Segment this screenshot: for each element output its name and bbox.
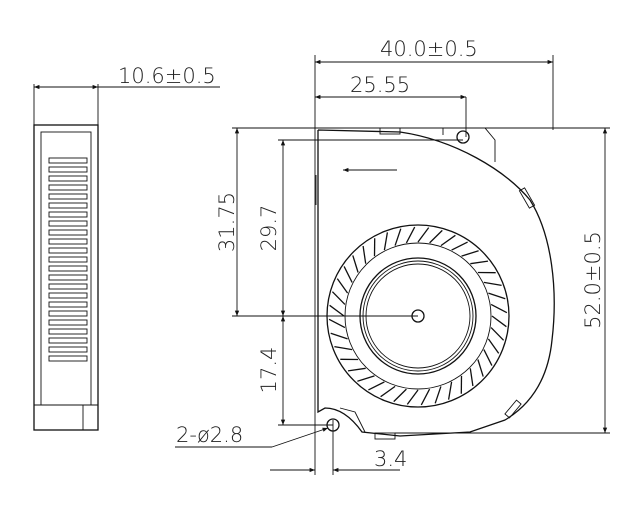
- impeller-blade: [357, 375, 375, 382]
- top-mounting-hole: [456, 130, 470, 144]
- impeller-blade: [477, 359, 484, 377]
- side-view: 10.6±0.5: [33, 64, 220, 431]
- impeller-blade: [330, 332, 348, 340]
- side-body: [33, 124, 99, 431]
- side-fin: [48, 310, 88, 317]
- side-fin: [48, 193, 88, 200]
- impeller-blade: [352, 255, 359, 273]
- impeller-blade: [405, 226, 416, 244]
- hole-offset-label: 25.55: [350, 73, 410, 97]
- impeller-blade: [420, 388, 431, 406]
- side-fin: [48, 184, 88, 191]
- side-fin: [48, 292, 88, 299]
- impeller-blade: [487, 338, 500, 354]
- impeller-blade: [362, 245, 367, 264]
- impeller-blade: [440, 234, 456, 247]
- impeller-blade: [434, 386, 442, 404]
- impeller-blade: [347, 367, 366, 372]
- side-fin: [48, 166, 88, 173]
- impeller-blade: [488, 292, 506, 300]
- side-fin: [48, 274, 88, 281]
- impeller-blade: [368, 381, 385, 391]
- impeller-blade: [380, 385, 396, 398]
- side-fin: [48, 211, 88, 218]
- side-fin: [48, 220, 88, 227]
- center-from-hole-label: 29.7: [257, 205, 281, 252]
- side-fin: [48, 229, 88, 236]
- side-fin: [48, 256, 88, 263]
- impeller-blade: [470, 260, 489, 265]
- fan-housing: [315, 127, 555, 440]
- impeller-blade: [331, 291, 346, 305]
- impeller-blade: [336, 278, 349, 294]
- impeller-blade: [491, 315, 507, 328]
- front-dimensions: 40.0±0.5 25.55 52.0±0.5 31.75 29.7 17.4 …: [175, 37, 610, 475]
- side-fin: [48, 283, 88, 290]
- bottom-clip: [374, 432, 396, 440]
- center-from-top-label: 31.75: [215, 192, 239, 252]
- impeller-blade: [490, 327, 505, 341]
- impeller-blade: [383, 232, 389, 251]
- side-fin: [48, 202, 88, 209]
- side-fin: [48, 157, 88, 164]
- impeller-blade: [406, 389, 419, 405]
- impeller-blade: [343, 266, 353, 283]
- height-label: 52.0±0.5: [581, 231, 605, 329]
- side-fin: [48, 265, 88, 272]
- impeller-blade: [393, 388, 407, 403]
- side-fin: [48, 301, 88, 308]
- impeller-blade: [328, 318, 346, 329]
- impeller: [326, 224, 510, 408]
- impeller-blade: [429, 229, 443, 244]
- impeller-blade: [469, 368, 474, 387]
- impeller-blades: [328, 226, 508, 406]
- impeller-blade: [461, 250, 479, 257]
- impeller-blade: [394, 228, 402, 246]
- shaft-center: [411, 309, 425, 323]
- side-fin: [48, 247, 88, 254]
- impeller-blade: [483, 349, 493, 366]
- impeller-blade: [483, 281, 502, 287]
- impeller-blade: [334, 345, 353, 351]
- center-to-bottom-hole-label: 17.4: [257, 347, 281, 394]
- impeller-blade: [490, 303, 508, 314]
- side-fin: [48, 175, 88, 182]
- impeller-blade: [417, 227, 430, 243]
- side-fin: [48, 238, 88, 245]
- impeller-blade: [447, 381, 453, 400]
- bottom-mounting-hole: [326, 418, 340, 432]
- impeller-blade: [329, 304, 345, 317]
- width-label: 40.0±0.5: [380, 37, 478, 61]
- thickness-label: 10.6±0.5: [118, 64, 216, 88]
- side-fin: [48, 319, 88, 326]
- top-clip: [379, 127, 401, 135]
- side-fin: [48, 328, 88, 335]
- side-fins: [48, 157, 88, 362]
- side-fin: [48, 355, 88, 362]
- side-fin: [48, 337, 88, 344]
- side-fin: [48, 346, 88, 353]
- impeller-blade: [451, 241, 468, 251]
- mounting-holes-label: 2-ø2.8: [176, 423, 243, 447]
- bottom-hole-offset-label: 3.4: [374, 447, 407, 471]
